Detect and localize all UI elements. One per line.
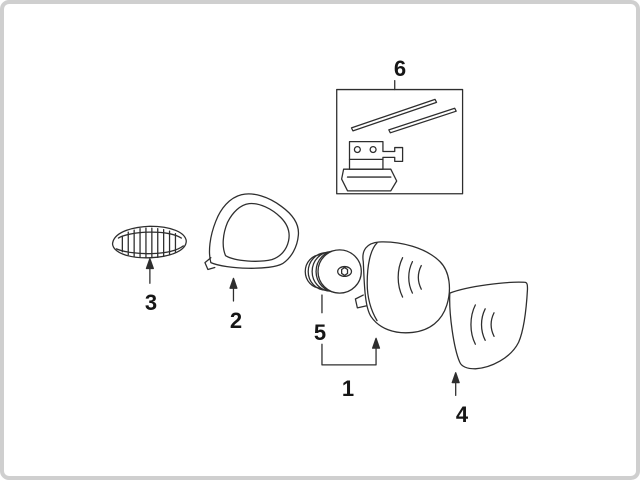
housing-cover-cavity xyxy=(222,202,290,262)
part-6-box xyxy=(336,88,464,195)
mirror-assembly-clip xyxy=(354,294,367,309)
part-1-group xyxy=(354,241,451,334)
callout-1-leader xyxy=(321,343,377,366)
lamp-lens-outline xyxy=(111,225,187,259)
callout-1-label: 1 xyxy=(341,376,355,401)
callout-3-label: 3 xyxy=(144,290,158,315)
motor-hub-socket xyxy=(340,266,349,277)
trim-strip-icon xyxy=(388,107,457,134)
mirror-assembly-outline xyxy=(362,241,451,334)
part-3-group xyxy=(111,225,187,284)
diagram-drawing xyxy=(111,80,529,397)
motor-hub xyxy=(337,265,353,278)
part-2-group xyxy=(204,193,300,302)
glass-reflection-marks xyxy=(470,304,495,345)
motor-face xyxy=(317,249,362,294)
mirror-assembly-rim xyxy=(366,242,378,322)
callout-4-label: 4 xyxy=(455,402,469,427)
part-4-group xyxy=(449,281,529,397)
callout-6-label: 6 xyxy=(393,56,407,81)
callout-5-label: 5 xyxy=(313,320,327,345)
part-6-group xyxy=(336,80,464,195)
mirror-glass-outline xyxy=(449,281,529,370)
callout-2-label: 2 xyxy=(229,308,243,333)
arrow-up-icon xyxy=(371,337,381,349)
mirror-reflection-marks xyxy=(397,257,422,298)
lamp-lens-bottom-rim xyxy=(115,245,184,255)
housing-cover-tab xyxy=(204,257,216,271)
actuator-motor-drawing xyxy=(340,141,404,192)
arrow-up-icon xyxy=(145,258,154,270)
motor-rib xyxy=(311,251,332,292)
callout-1-bracket xyxy=(321,337,381,366)
trim-strip-icon xyxy=(350,98,438,132)
arrow-up-icon xyxy=(229,277,238,289)
lamp-lens-ribs xyxy=(121,227,177,259)
arrow-up-icon xyxy=(451,372,460,384)
motor-rib xyxy=(307,252,327,291)
part-5-group xyxy=(304,249,362,314)
housing-cover-outline xyxy=(208,193,300,269)
